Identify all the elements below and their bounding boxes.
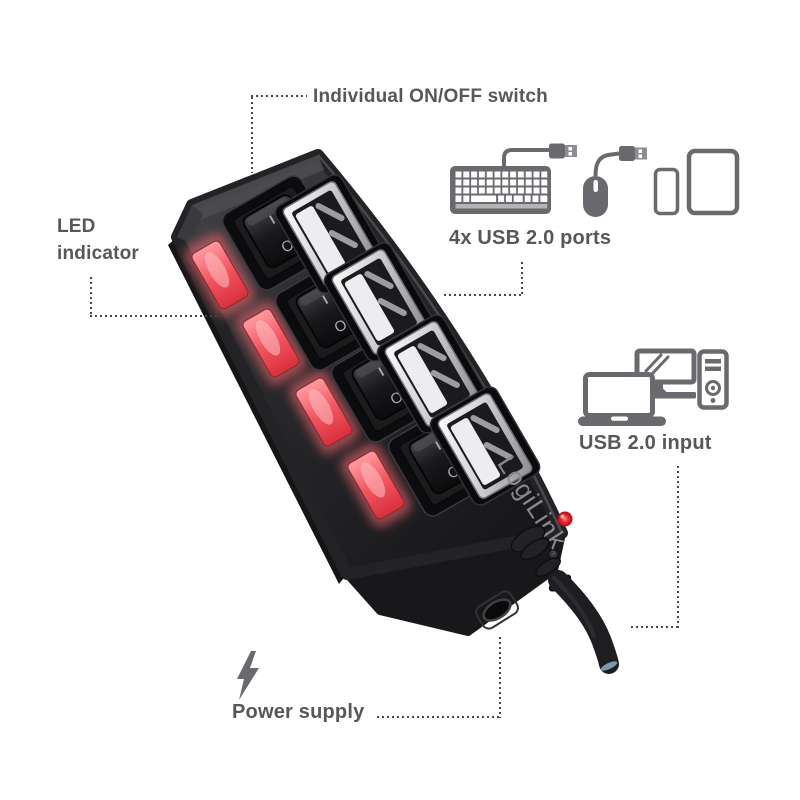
mouse-icon <box>583 151 620 217</box>
switch-on-marking: I <box>320 292 331 307</box>
usb-port-4[interactable] <box>427 384 543 509</box>
brand-registered-mark: ® <box>547 549 559 560</box>
leader-usb-ports-h <box>444 294 523 296</box>
usb-hub-device: I O I O I O <box>168 149 619 674</box>
leader-individual-switch-v <box>251 97 253 173</box>
usb-cable <box>510 525 619 674</box>
lightning-bolt-icon <box>237 651 259 700</box>
smartphone-icon <box>653 167 680 216</box>
tablet-icon <box>686 148 740 216</box>
laptop-icon <box>578 372 666 426</box>
power-jack[interactable] <box>473 589 520 631</box>
desktop-tower-icon <box>697 349 729 410</box>
usb-plug-icon <box>619 146 647 161</box>
device-corner-bevel <box>177 205 203 243</box>
leader-usb-input-v <box>677 466 679 628</box>
led-window-2 <box>235 301 307 385</box>
switch-on-marking: I <box>433 438 444 453</box>
switch-on-marking: I <box>267 212 278 227</box>
label-led-indicator-line2: indicator <box>57 243 140 264</box>
leader-usb-ports-v <box>521 262 523 296</box>
keyboard-icon <box>450 148 551 214</box>
label-usb-input: USB 2.0 input <box>579 432 712 454</box>
leader-led-indicator-h <box>90 315 221 317</box>
leader-power-supply-v <box>499 637 501 718</box>
power-led <box>557 511 573 527</box>
leader-usb-input-h <box>631 626 679 628</box>
leader-led-indicator-v <box>90 277 92 317</box>
label-power-supply: Power supply <box>232 701 365 723</box>
led-window-3 <box>288 370 360 454</box>
label-led-indicator-line1: LED <box>57 216 96 237</box>
led-window-4 <box>340 443 412 527</box>
mouse-cable <box>593 151 620 177</box>
cable-tip <box>600 661 618 671</box>
label-usb-ports: 4x USB 2.0 ports <box>449 227 612 249</box>
switch-on-marking: I <box>376 364 387 379</box>
device-top-bevel <box>192 155 324 220</box>
label-individual-switch: Individual ON/OFF switch <box>313 86 548 107</box>
usb-plug-icon <box>549 143 577 159</box>
leader-individual-switch-h <box>251 95 307 97</box>
leader-power-supply-h <box>377 716 501 718</box>
led-window-1 <box>184 233 256 317</box>
keyboard-cable <box>502 148 549 166</box>
label-led-indicator: LED indicator <box>57 213 139 267</box>
